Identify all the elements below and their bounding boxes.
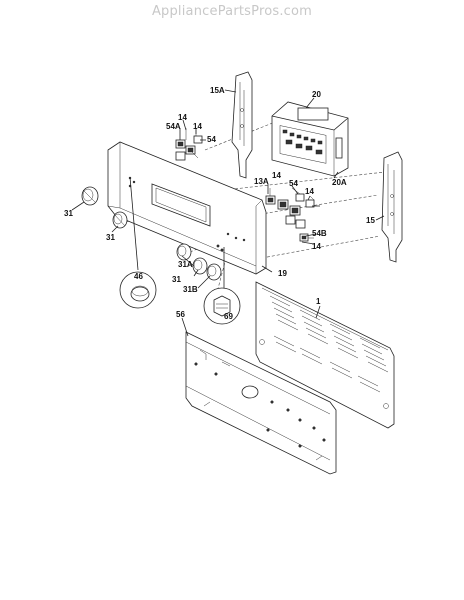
callout-69[interactable]: 69 [224,312,233,321]
callout-54-middle[interactable]: 54 [289,179,298,188]
callout-20[interactable]: 20 [312,90,321,99]
callout-14-middle-a[interactable]: 14 [272,171,281,180]
callout-54-upper[interactable]: 54 [207,135,216,144]
knob-31-lower[interactable] [112,211,128,229]
detail-46-clock-knob[interactable] [119,176,157,309]
rear-panel-louvers [269,295,389,393]
part-56-back-panel[interactable] [185,331,337,475]
callout-14-upper-b[interactable]: 14 [193,122,202,131]
knob-31-center[interactable] [192,257,208,275]
callout-31B[interactable]: 31B [183,285,198,294]
callout-1[interactable]: 1 [316,297,321,306]
callout-46[interactable]: 46 [134,272,143,281]
part-15A-side-trim[interactable] [231,71,253,179]
callout-13A[interactable]: 13A [254,177,269,186]
knob-31-upper[interactable] [81,186,99,206]
callout-54B[interactable]: 54B [312,229,327,238]
callout-31-upper[interactable]: 31 [64,209,73,218]
knob-31B[interactable] [206,263,222,281]
callout-20A[interactable]: 20A [332,178,347,187]
part-1-rear-panel[interactable] [255,281,395,429]
callout-54A[interactable]: 54A [166,122,181,131]
switch-group-upper[interactable] [175,128,203,161]
callout-15[interactable]: 15 [366,216,375,225]
callout-19[interactable]: 19 [278,269,287,278]
site-watermark: AppliancePartsPros.com [151,4,313,19]
knob-31A[interactable] [176,243,192,261]
part-20-control-board[interactable] [271,101,349,177]
callout-31A[interactable]: 31A [178,260,193,269]
back-panel-holes [194,362,326,448]
callout-31-lower[interactable]: 31 [106,233,115,242]
callout-15A[interactable]: 15A [210,86,225,95]
callout-14-middle-b[interactable]: 14 [305,187,314,196]
callout-14-upper-a[interactable]: 14 [178,113,187,122]
callout-labels: 15A 20 20A 14 54A 14 54 13A 14 54 14 15 … [64,86,375,321]
callout-31-center[interactable]: 31 [172,275,181,284]
callout-56[interactable]: 56 [176,310,185,319]
control-board-components [282,107,343,159]
callout-14-lower[interactable]: 14 [312,242,321,251]
display-window [151,183,211,227]
switch-group-middle[interactable] [265,187,315,229]
part-15-side-trim[interactable] [381,151,403,263]
leader-lines [71,89,385,337]
switch-group-lower[interactable] [299,233,314,242]
detail-69-push-button[interactable] [203,247,241,325]
